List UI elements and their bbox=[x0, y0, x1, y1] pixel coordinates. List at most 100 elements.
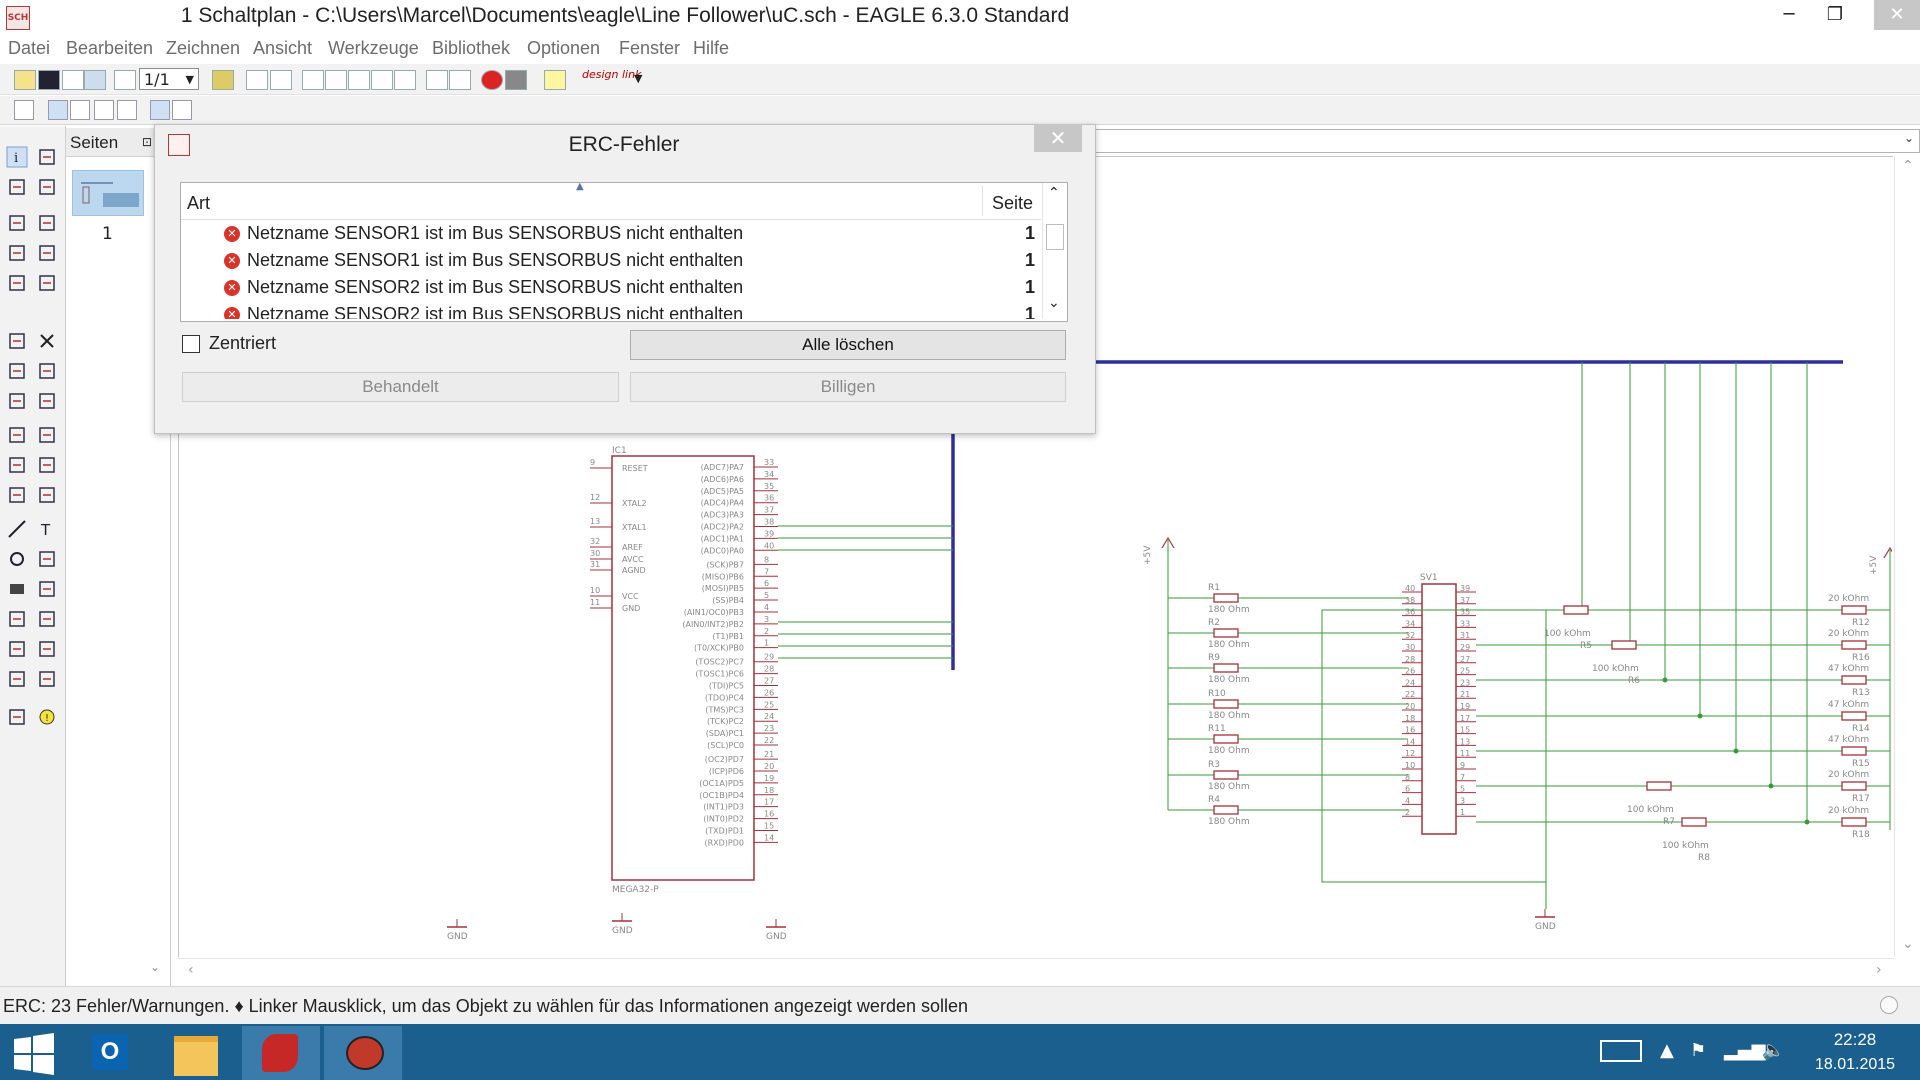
layout-2-icon[interactable] bbox=[70, 100, 90, 120]
menu-werkzeuge[interactable]: Werkzeuge bbox=[328, 38, 419, 58]
errors-tool-icon[interactable]: ! bbox=[36, 706, 58, 728]
wire-tool-icon[interactable] bbox=[6, 518, 28, 540]
list-scroll-down-icon[interactable]: ⌄ bbox=[1048, 295, 1060, 311]
layout-4-icon[interactable] bbox=[117, 100, 137, 120]
taskbar-outlook[interactable]: O bbox=[74, 1026, 152, 1080]
replace-tool-icon[interactable] bbox=[36, 390, 58, 412]
info-tool-icon[interactable]: i bbox=[6, 146, 28, 168]
menu-bibliothek[interactable]: Bibliothek bbox=[432, 38, 511, 58]
scroll-down-icon[interactable]: ⌄ bbox=[1902, 936, 1914, 952]
layout-1-icon[interactable] bbox=[48, 100, 68, 120]
column-header-type[interactable]: Art bbox=[187, 193, 211, 213]
name-tool-icon[interactable] bbox=[6, 424, 28, 446]
polygon-tool-icon[interactable] bbox=[36, 578, 58, 600]
pages-pin-icon[interactable]: ⊡ bbox=[142, 135, 153, 149]
change-tool-icon[interactable] bbox=[36, 272, 58, 294]
dialog-close-button[interactable]: ✕ bbox=[1034, 124, 1082, 152]
go-icon[interactable] bbox=[505, 70, 527, 90]
scroll-right-icon[interactable]: › bbox=[1876, 962, 1882, 978]
zoom-in-icon[interactable] bbox=[325, 70, 347, 90]
open-icon[interactable] bbox=[14, 70, 36, 90]
menu-datei[interactable]: Datei bbox=[8, 38, 51, 58]
zoom-select-icon[interactable] bbox=[394, 70, 416, 90]
delete-tool-icon[interactable] bbox=[36, 330, 58, 352]
menu-bearbeiten[interactable]: Bearbeiten bbox=[66, 38, 154, 58]
split-tool-icon[interactable] bbox=[6, 484, 28, 506]
arc-tool-icon[interactable] bbox=[36, 548, 58, 570]
centered-checkbox[interactable] bbox=[182, 335, 200, 353]
ulp-icon[interactable] bbox=[212, 70, 234, 90]
rotate-tool-icon[interactable] bbox=[36, 242, 58, 264]
help-icon[interactable] bbox=[544, 70, 566, 90]
dimension-tool-icon[interactable] bbox=[36, 668, 58, 690]
taskbar-ladybug[interactable] bbox=[324, 1026, 402, 1080]
close-window-button[interactable]: ✕ bbox=[1874, 0, 1920, 30]
network-icon[interactable]: ▂▄▆ bbox=[1724, 1040, 1766, 1061]
stop-icon[interactable] bbox=[481, 70, 503, 90]
volume-icon[interactable]: 🔈 bbox=[1762, 1040, 1785, 1061]
print-icon[interactable] bbox=[62, 70, 84, 90]
mark-tool-icon[interactable] bbox=[36, 176, 58, 198]
invoke-tool-icon[interactable] bbox=[36, 484, 58, 506]
board-switch-icon[interactable] bbox=[114, 70, 136, 90]
command-line-input[interactable] bbox=[1094, 129, 1920, 153]
error-row[interactable]: ✕ Netzname SENSOR2 ist im Bus SENSORBUS … bbox=[181, 302, 1041, 319]
scroll-left-icon[interactable]: ‹ bbox=[188, 962, 194, 978]
zoom-redraw-icon[interactable] bbox=[371, 70, 393, 90]
gateswap-tool-icon[interactable] bbox=[6, 390, 28, 412]
save-icon[interactable] bbox=[38, 70, 60, 90]
error-list-scroll-thumb[interactable] bbox=[1046, 224, 1064, 250]
show-tool-icon[interactable] bbox=[36, 146, 58, 168]
error-row[interactable]: ✕ Netzname SENSOR2 ist im Bus SENSORBUS … bbox=[181, 275, 1041, 302]
sheet-select[interactable]: 1/1▼ bbox=[139, 68, 199, 90]
windows-start-icon[interactable] bbox=[12, 1032, 56, 1076]
layout-3-icon[interactable] bbox=[94, 100, 114, 120]
clock-time[interactable]: 22:28 bbox=[1833, 1030, 1877, 1049]
command-history-dropdown-icon[interactable]: ⌄ bbox=[1904, 131, 1915, 145]
scroll-up-icon[interactable]: ⌃ bbox=[1902, 158, 1914, 174]
horizontal-scrollbar[interactable]: ‹ › bbox=[178, 958, 1894, 985]
menu-optionen[interactable]: Optionen bbox=[527, 38, 601, 58]
list-scroll-up-icon[interactable]: ⌃ bbox=[1048, 185, 1060, 201]
net-tool-icon[interactable] bbox=[36, 608, 58, 630]
cam-icon[interactable] bbox=[84, 70, 106, 90]
attribute-tool-icon[interactable] bbox=[6, 668, 28, 690]
junction-tool-icon[interactable] bbox=[6, 638, 28, 660]
clear-all-button[interactable]: Alle löschen bbox=[630, 330, 1066, 360]
text-tool-icon[interactable]: T bbox=[36, 518, 58, 540]
group-tool-icon[interactable] bbox=[6, 272, 28, 294]
clock-date[interactable]: 18.01.2015 bbox=[1814, 1056, 1896, 1073]
pages-scroll-down-icon[interactable]: ⌄ bbox=[150, 960, 161, 974]
approve-button[interactable]: Billigen bbox=[630, 372, 1066, 402]
bus-tool-icon[interactable] bbox=[6, 608, 28, 630]
label-tool-icon[interactable] bbox=[36, 638, 58, 660]
rectangle-tool-icon[interactable] bbox=[6, 578, 28, 600]
layout-5-icon[interactable] bbox=[150, 100, 170, 120]
error-row[interactable]: ✕ Netzname SENSOR1 ist im Bus SENSORBUS … bbox=[181, 248, 1041, 275]
taskbar-eagle[interactable] bbox=[242, 1026, 320, 1080]
zoom-fit-icon[interactable] bbox=[302, 70, 324, 90]
copy-tool-icon[interactable] bbox=[36, 212, 58, 234]
column-separator[interactable] bbox=[982, 186, 983, 216]
script-icon[interactable] bbox=[246, 70, 268, 90]
keyboard-icon[interactable] bbox=[1600, 1040, 1642, 1062]
circle-tool-icon[interactable] bbox=[6, 548, 28, 570]
zoom-out-icon[interactable] bbox=[348, 70, 370, 90]
erc-tool-icon[interactable] bbox=[6, 706, 28, 728]
menu-fenster[interactable]: Fenster bbox=[619, 38, 681, 58]
eagle-app-icon[interactable]: SCH bbox=[6, 6, 30, 30]
menu-hilfe[interactable]: Hilfe bbox=[693, 38, 730, 58]
paste-tool-icon[interactable] bbox=[6, 330, 28, 352]
select-grid-icon[interactable] bbox=[14, 100, 34, 120]
layout-6-icon[interactable] bbox=[172, 100, 192, 120]
column-header-page[interactable]: Seite bbox=[992, 193, 1034, 213]
add-tool-icon[interactable] bbox=[6, 360, 28, 382]
error-list-scrollbar[interactable]: ⌃ ⌄ bbox=[1042, 183, 1066, 319]
move-tool-icon[interactable] bbox=[6, 212, 28, 234]
handled-button[interactable]: Behandelt bbox=[182, 372, 619, 402]
display-layers-tool-icon[interactable] bbox=[6, 176, 28, 198]
taskbar-explorer[interactable] bbox=[158, 1026, 236, 1080]
miter-tool-icon[interactable] bbox=[36, 454, 58, 476]
error-row[interactable]: ✕ Netzname SENSOR1 ist im Bus SENSORBUS … bbox=[181, 221, 1041, 248]
pinswap-tool-icon[interactable] bbox=[36, 360, 58, 382]
